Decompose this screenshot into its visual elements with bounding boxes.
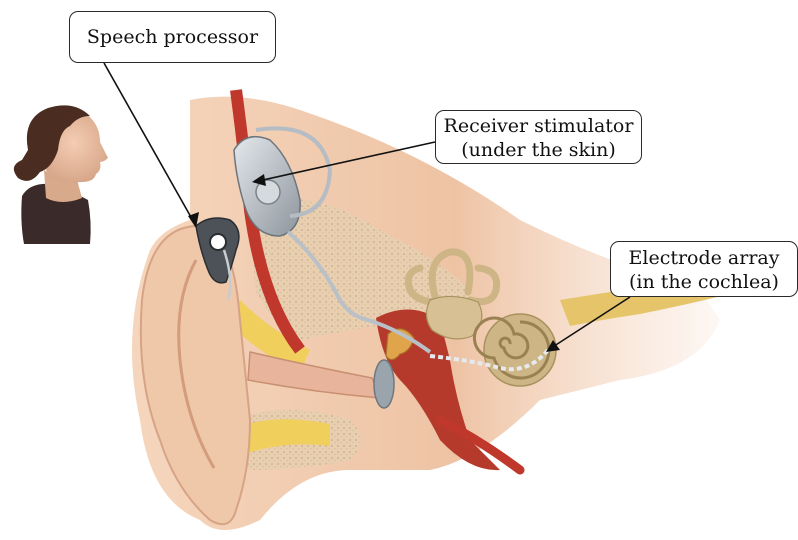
label-electrode-array-line2: (in the cochlea): [611, 270, 797, 294]
label-receiver-stimulator: Receiver stimulator (under the skin): [435, 110, 642, 164]
person-profile: [14, 105, 108, 244]
leader-line-speech-processor: [104, 63, 196, 226]
cochlea: [484, 314, 556, 386]
processor-microphone: [210, 234, 226, 250]
label-receiver-stimulator-line1: Receiver stimulator: [436, 114, 641, 138]
label-speech-processor-text: Speech processor: [70, 25, 275, 49]
label-speech-processor: Speech processor: [69, 11, 276, 63]
eardrum: [374, 360, 394, 408]
label-electrode-array-line1: Electrode array: [611, 246, 797, 270]
label-electrode-array: Electrode array (in the cochlea): [610, 241, 798, 297]
label-receiver-stimulator-line2: (under the skin): [436, 138, 641, 162]
